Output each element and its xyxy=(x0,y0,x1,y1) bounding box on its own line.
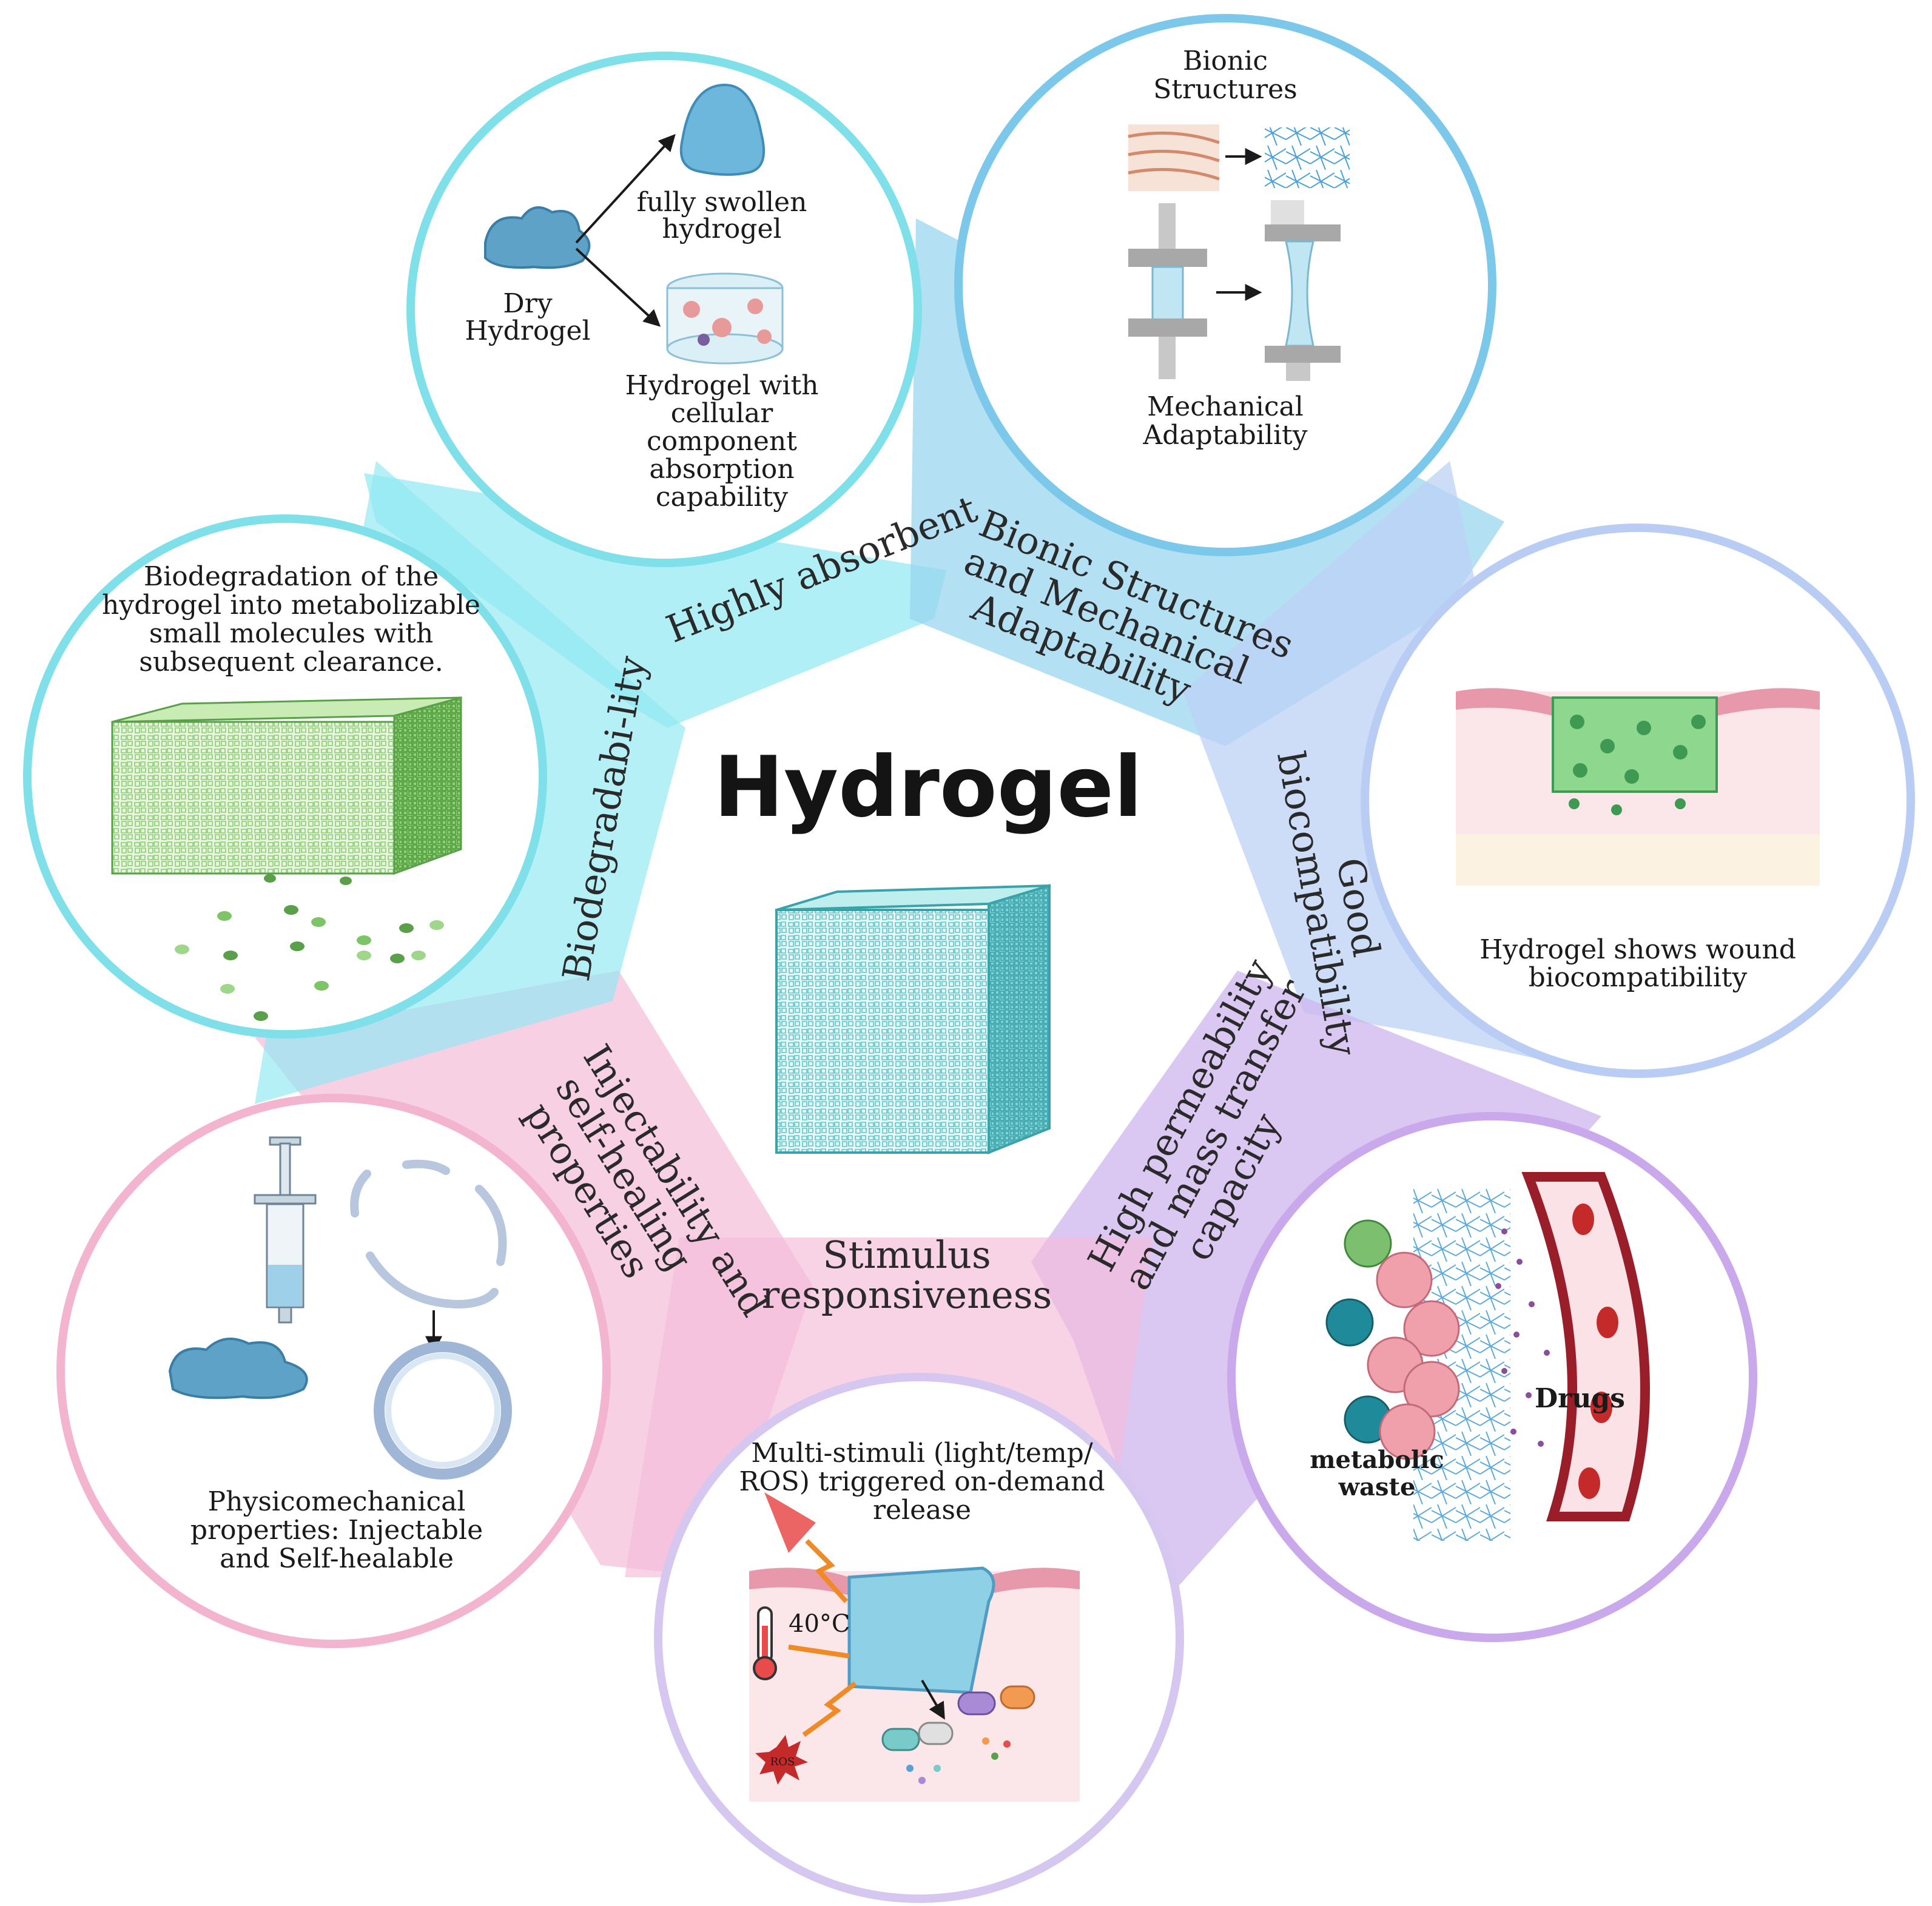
circle-biocompat: Hydrogel shows wound biocompatibility xyxy=(1361,524,1915,1078)
label-waste-1: metabolic xyxy=(1310,1446,1444,1474)
injected-hydrogel-icon xyxy=(168,1338,308,1399)
label-waste-2: waste xyxy=(1338,1473,1416,1501)
hydrogel-cube xyxy=(775,884,1051,1154)
label-cell-3: component xyxy=(647,426,797,457)
self-healing-ring-icon xyxy=(350,1159,512,1480)
circle-injectability: Physicomechanical properties: Injectable… xyxy=(56,1094,611,1648)
label-biodeg-1: Biodegradation of the xyxy=(144,561,439,592)
tensile-test-icon xyxy=(1128,200,1341,381)
circle-permeability: Drugs metabolic waste xyxy=(1227,1112,1757,1642)
label-biodeg-4: subsequent clearance. xyxy=(139,647,443,678)
label-cell-5: capability xyxy=(656,482,788,513)
label-inject-3: and Self-healable xyxy=(220,1543,454,1574)
degrading-block-icon xyxy=(111,696,462,1021)
skin-release-icon: 40°C ROS xyxy=(749,1492,1080,1802)
label-wound-2: biocompatibility xyxy=(1529,962,1748,993)
circle-absorbent: fully swollen hydrogel Dry Hydrogel Hydr… xyxy=(406,52,922,567)
label-biodeg-2: hydrogel into metabolizable xyxy=(102,590,480,621)
cellular-hydrogel-icon xyxy=(666,272,784,365)
label-cell-1: Hydrogel with xyxy=(625,370,819,401)
circle-stimulus: Multi-stimuli (light/temp/ ROS) triggere… xyxy=(654,1373,1184,1903)
band-label-stimulus-line1: Stimulus xyxy=(823,1233,991,1277)
cells-icon xyxy=(1325,1219,1460,1460)
label-dry-2: Hydrogel xyxy=(465,315,590,346)
circle-bionic: Bionic Structures Mechanical Adaptabilit… xyxy=(954,14,1496,556)
label-temperature: 40°C xyxy=(789,1610,850,1638)
page-title: Hydrogel xyxy=(714,738,1143,836)
band-label-stimulus-line2: responsiveness xyxy=(762,1273,1052,1317)
label-inject-2: properties: Injectable xyxy=(190,1515,483,1546)
label-fully-swollen-2: hydrogel xyxy=(662,214,781,244)
label-mech-2: Adaptability xyxy=(1142,420,1307,451)
label-stimuli-1: Multi-stimuli (light/temp/ xyxy=(751,1438,1093,1469)
label-dry-1: Dry xyxy=(503,288,552,319)
band-highly-absorbent xyxy=(364,473,946,728)
syringe-icon xyxy=(254,1136,317,1324)
label-drugs: Drugs xyxy=(1535,1383,1625,1414)
drug-particles-icon xyxy=(1495,1228,1550,1447)
label-ros: ROS xyxy=(770,1756,795,1768)
band-label-stimulus: Stimulus responsiveness xyxy=(762,1233,1052,1317)
label-cell-4: absorption xyxy=(649,454,794,485)
label-bionic-1: Bionic xyxy=(1183,45,1268,76)
label-stimuli-3: release xyxy=(873,1495,971,1526)
circle-biodegradability: Biodegradation of the hydrogel into meta… xyxy=(23,514,547,1039)
label-mech-1: Mechanical xyxy=(1147,391,1304,422)
label-wound-1: Hydrogel shows wound xyxy=(1479,934,1796,965)
tissue-fiber-icon xyxy=(1128,124,1350,191)
swollen-hydrogel-icon xyxy=(679,83,766,176)
label-bionic-2: Structures xyxy=(1153,74,1298,105)
blood-vessel-icon xyxy=(1521,1172,1650,1521)
label-fully-swollen-1: fully swollen xyxy=(637,187,807,218)
dry-hydrogel-icon xyxy=(484,206,591,269)
label-cell-2: cellular xyxy=(671,398,773,429)
wound-skin-icon xyxy=(1456,688,1820,886)
label-biodeg-3: small molecules with xyxy=(149,618,433,649)
label-inject-1: Physicomechanical xyxy=(208,1486,466,1517)
label-stimuli-2: ROS) triggered on-demand xyxy=(739,1466,1105,1497)
